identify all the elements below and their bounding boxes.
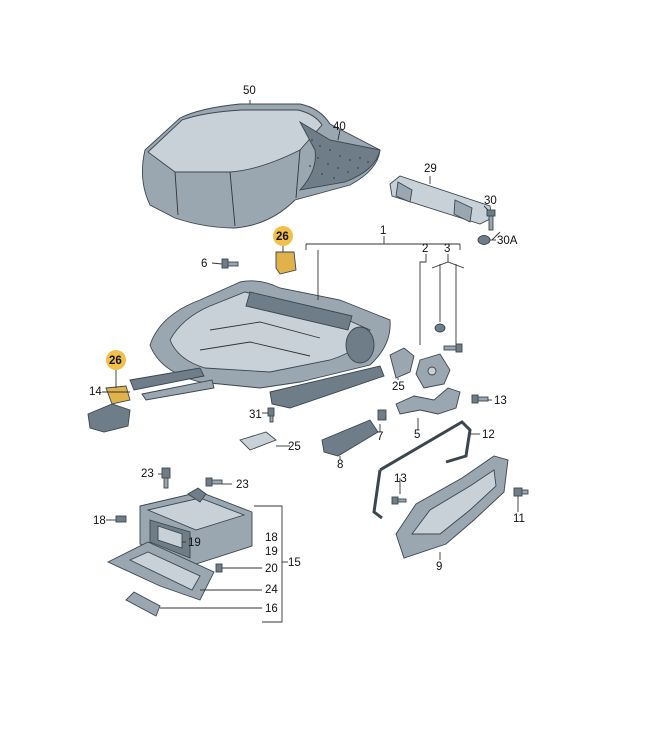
label-24: 24 [265, 584, 278, 596]
clip-part-26-upper [275, 246, 297, 275]
wire-handle-part-12 [372, 420, 472, 520]
end-cap-part-14 [87, 403, 131, 433]
leader-lines [102, 205, 519, 609]
label-1: 1 [380, 225, 386, 237]
side-trim-part-9 [395, 455, 509, 559]
drawer-handle-part-16 [125, 591, 161, 617]
screw-part-31 [267, 407, 275, 423]
highlight-marker-26-upper [273, 226, 293, 246]
label-25-lower: 25 [288, 441, 301, 453]
screw-part-23-right [205, 477, 223, 487]
screw-part-20 [215, 563, 223, 573]
pin-part-11 [513, 487, 529, 508]
label-8: 8 [337, 459, 343, 471]
label-18-right: 18 [265, 532, 278, 544]
label-19-inner: 19 [188, 537, 201, 549]
label-23-left: 23 [141, 468, 154, 480]
screw-part-23-left [161, 467, 171, 489]
screw-part-13-upper [471, 394, 489, 404]
label-29: 29 [424, 163, 437, 175]
label-5: 5 [414, 429, 420, 441]
label-40: 40 [333, 121, 346, 133]
label-26-upper: 26 [276, 231, 289, 243]
screw-part-13-lower [391, 496, 407, 505]
nut-part-30a [477, 235, 496, 245]
label-15: 15 [288, 557, 301, 569]
screw-part-6 [211, 258, 239, 269]
label-30a: 30A [497, 235, 518, 247]
label-30: 30 [484, 195, 497, 207]
clip-part-7 [377, 409, 387, 421]
clip-part-26-lower [105, 370, 131, 405]
screw-part-3 [443, 343, 463, 353]
label-50: 50 [243, 85, 256, 97]
seat-cushion-part-50 [141, 100, 381, 229]
label-6: 6 [201, 258, 207, 270]
callout-bracket-15 [254, 505, 288, 623]
label-31: 31 [249, 409, 262, 421]
label-20: 20 [265, 563, 278, 575]
clip-part-18 [115, 515, 127, 523]
lever-bracket-part-5 [395, 387, 461, 415]
label-26-lower: 26 [109, 355, 122, 367]
label-7: 7 [377, 431, 383, 443]
callout-lines-2-3 [419, 254, 465, 345]
label-12: 12 [482, 429, 495, 441]
slide-part-25-lower [239, 431, 277, 451]
label-19-right: 19 [265, 546, 278, 558]
label-2: 2 [422, 243, 428, 255]
label-9: 9 [436, 561, 442, 573]
label-3: 3 [444, 243, 450, 255]
label-16: 16 [265, 603, 278, 615]
label-13-upper: 13 [494, 395, 507, 407]
screw-part-30 [486, 209, 496, 231]
bracket-part-25-upper [389, 347, 415, 379]
seat-frame-part-1 [129, 280, 391, 409]
rail-bracket-part-29 [389, 175, 493, 225]
drawer-tray-part-24 [106, 541, 215, 601]
label-13-lower: 13 [394, 473, 407, 485]
highlight-marker-26-lower [106, 350, 126, 370]
cover-part-8 [321, 419, 379, 457]
hinge-plate-part-2 [415, 353, 451, 389]
label-11: 11 [513, 513, 525, 525]
drawer-housing-part-15 [139, 487, 253, 565]
callout-bracket-1 [305, 236, 461, 300]
label-23-right: 23 [236, 479, 249, 491]
label-14: 14 [89, 386, 102, 398]
nut-part-3 [434, 323, 446, 333]
label-18-left: 18 [93, 515, 106, 527]
label-25-upper: 25 [392, 381, 405, 393]
